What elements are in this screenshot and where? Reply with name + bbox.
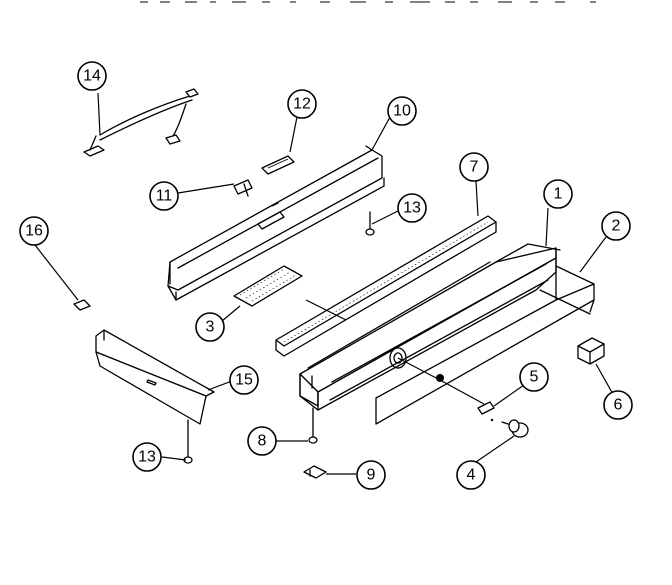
upper-rail-part <box>167 145 385 301</box>
screw-8-part <box>308 407 318 444</box>
callout-label-13-upper: 13 <box>403 200 421 217</box>
callout-label-1: 1 <box>554 186 563 203</box>
callout-label-14: 14 <box>83 68 101 85</box>
callout-16: 16 <box>19 216 49 246</box>
callout-label-7: 7 <box>470 159 479 176</box>
callout-label-11: 11 <box>156 188 173 205</box>
callout-2: 2 <box>601 211 631 241</box>
leader-lines <box>34 92 615 475</box>
small-clip-part <box>73 299 91 311</box>
callout-5: 5 <box>519 362 549 392</box>
clip-bracket-part <box>233 179 253 197</box>
callout-1: 1 <box>543 179 573 209</box>
callout-8: 8 <box>247 426 277 456</box>
callout-label-8: 8 <box>258 433 267 450</box>
console-housing-part <box>299 243 561 411</box>
callout-label-12: 12 <box>293 96 311 113</box>
callout-15: 15 <box>229 365 259 395</box>
switch-part <box>577 337 605 365</box>
lower-panel-part <box>95 329 215 425</box>
knob-part <box>501 419 529 438</box>
screw-upper-part <box>365 211 375 236</box>
callout-label-5: 5 <box>530 369 539 386</box>
callout-9: 9 <box>356 460 386 490</box>
callout-3: 3 <box>195 312 225 342</box>
front-trim-panel-part <box>375 265 595 425</box>
callout-11: 11 <box>149 181 179 211</box>
wire-harness-part <box>83 88 199 157</box>
callout-label-4: 4 <box>467 467 476 484</box>
callout-7: 7 <box>459 152 489 182</box>
callout-label-2: 2 <box>612 218 621 235</box>
callout-label-16: 16 <box>25 223 43 240</box>
callout-14: 14 <box>77 61 107 91</box>
callout-10: 10 <box>387 96 417 126</box>
callout-label-6: 6 <box>614 397 623 414</box>
clip-nut-part <box>303 465 327 479</box>
callout-label-13-lower: 13 <box>138 449 156 466</box>
callout-13-upper: 13 <box>397 193 427 223</box>
callout-label-9: 9 <box>367 467 376 484</box>
callout-label-10: 10 <box>393 103 411 120</box>
callout-6: 6 <box>603 390 633 420</box>
perforated-strip-part <box>275 215 497 357</box>
callout-12: 12 <box>287 89 317 119</box>
callout-4: 4 <box>456 460 486 490</box>
callout-label-15: 15 <box>235 372 253 389</box>
callout-13-lower: 13 <box>132 442 162 472</box>
screw-lower-part <box>183 419 193 464</box>
perforated-plate-part <box>233 265 303 307</box>
callout-label-3: 3 <box>206 319 215 336</box>
bushing-clip-part <box>477 401 495 415</box>
connector-part <box>261 155 295 175</box>
